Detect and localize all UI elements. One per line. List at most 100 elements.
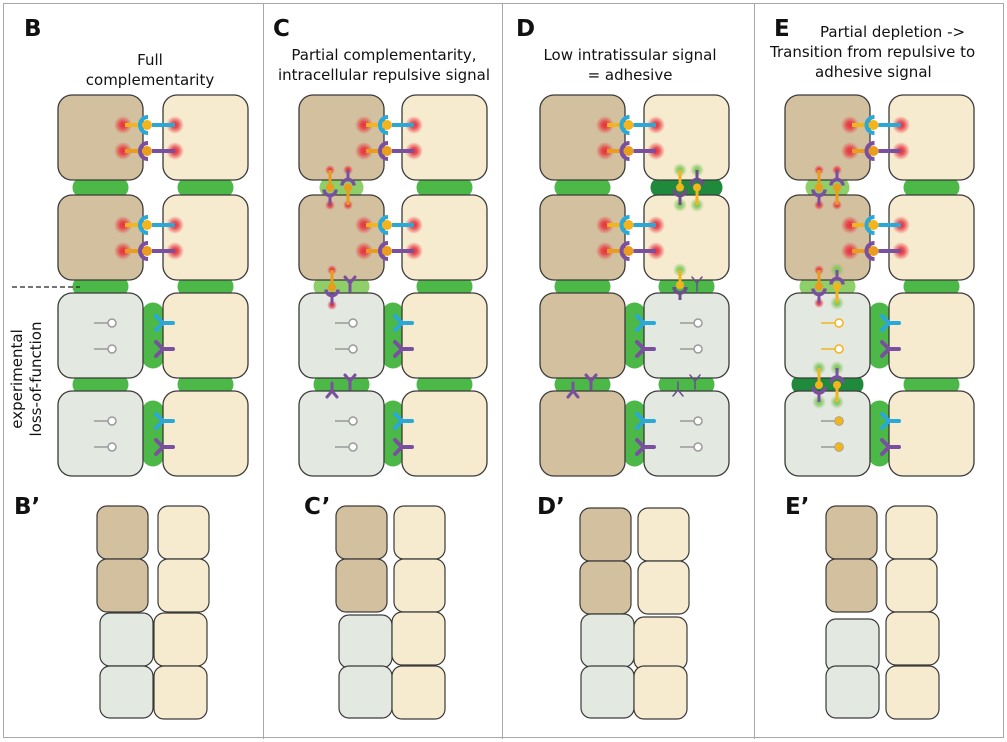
prime-cell — [99, 665, 154, 719]
title-line: Full — [137, 51, 163, 69]
cell — [539, 390, 626, 477]
lollipop-head-icon — [693, 416, 703, 426]
adhesion-junction — [313, 374, 370, 395]
panel-label-c-prime: C’ — [304, 494, 331, 520]
receptor-cup-icon — [829, 276, 845, 285]
cell — [888, 292, 975, 379]
ligand-head-icon — [868, 220, 879, 230]
adhesion-junction — [416, 374, 473, 395]
receptor-cup-icon — [340, 177, 356, 186]
lollipop-head-icon — [693, 442, 703, 452]
cell — [888, 194, 975, 281]
adhesion-junction — [658, 276, 715, 297]
lollipop-head-icon — [693, 318, 703, 328]
signal-glow-icon — [114, 242, 132, 260]
cell — [162, 194, 249, 281]
y-receptor-icon — [393, 412, 414, 430]
ligand-head-icon — [815, 381, 823, 389]
cell — [162, 94, 249, 181]
cell — [401, 292, 488, 379]
cell — [643, 94, 730, 181]
receptor-cup-icon — [864, 241, 875, 261]
y-receptor-icon — [880, 314, 901, 332]
receptor-cup-icon — [378, 215, 389, 235]
y-receptor-icon — [635, 438, 656, 456]
ligand-head-icon — [142, 246, 152, 256]
receptor-cup-icon — [138, 241, 149, 261]
prime-cell — [335, 505, 388, 560]
receptor-cup-icon — [619, 241, 630, 261]
adhesion-junction — [142, 302, 164, 369]
receptor-cup-icon — [864, 115, 875, 135]
ligand-head-icon — [623, 220, 634, 230]
adhesion-junction — [554, 374, 611, 395]
panel-title-c: Partial complementarity, intracellular r… — [268, 45, 500, 85]
panel-divider — [263, 3, 264, 739]
y-receptor-icon — [393, 340, 414, 358]
adhesion-junction — [177, 177, 234, 198]
title-line: adhesive signal — [815, 63, 932, 81]
free-receptor-icon — [689, 374, 701, 390]
title-line: = adhesive — [587, 66, 673, 84]
lollipop-head-icon — [107, 344, 117, 354]
adhesion-junction — [72, 374, 129, 395]
adhesion-junction — [658, 374, 715, 395]
receptor-cup-icon — [378, 241, 389, 261]
prime-cell — [99, 612, 154, 667]
cell — [57, 194, 144, 281]
signal-glow-icon — [355, 116, 373, 134]
cell — [401, 194, 488, 281]
ligand-head-icon — [142, 220, 152, 230]
receptor-cup-icon — [378, 141, 389, 161]
panel-label-b: B — [24, 16, 42, 42]
adhesion-junction — [868, 302, 891, 369]
prime-cell — [633, 616, 688, 671]
lollipop-head-icon — [107, 416, 117, 426]
y-receptor-icon — [393, 438, 414, 456]
prime-cell — [580, 613, 635, 668]
signal-glow-icon — [355, 242, 373, 260]
cell — [298, 292, 385, 379]
prime-cell — [885, 611, 940, 666]
ligand-head-icon — [676, 183, 684, 192]
cell — [539, 194, 626, 281]
panel-title-e: Partial depletion -> Transition from rep… — [770, 22, 1007, 82]
ligand-head-icon — [815, 282, 823, 291]
adhesion-junction — [868, 400, 891, 467]
lollipop-head-icon — [834, 318, 844, 328]
cell — [539, 292, 626, 379]
free-receptor-icon — [584, 373, 598, 391]
prime-cell — [335, 558, 388, 613]
panel-label-b-prime: B’ — [14, 494, 41, 520]
prime-cell — [393, 558, 446, 613]
prime-cell — [96, 558, 149, 613]
prime-cell — [579, 560, 632, 615]
adhesion-junction — [416, 177, 473, 198]
panel-label-e-prime: E’ — [785, 494, 810, 520]
free-receptor-icon — [566, 381, 580, 399]
cell — [298, 94, 385, 181]
free-receptor-icon — [691, 276, 703, 292]
prime-cell — [338, 614, 393, 669]
lollipop-head-icon — [348, 318, 358, 328]
panel-divider — [754, 3, 755, 739]
ligand-head-icon — [623, 246, 634, 256]
cell — [57, 390, 144, 477]
cell — [784, 94, 871, 181]
cell — [784, 390, 871, 477]
y-receptor-icon — [635, 314, 656, 332]
ligand-head-icon — [326, 183, 334, 192]
cell — [298, 390, 385, 477]
adhesion-junction — [142, 400, 164, 467]
signal-glow-icon — [841, 116, 859, 134]
signal-glow-icon — [114, 142, 132, 160]
ligand-head-icon — [815, 183, 823, 192]
signal-glow-icon — [355, 216, 373, 234]
ligand-head-icon — [328, 283, 336, 292]
ligand-head-icon — [382, 246, 392, 256]
panel-label-e: E — [774, 16, 790, 42]
receptor-cup-icon — [138, 215, 149, 235]
prime-cell — [825, 505, 878, 560]
panel-label-d-prime: D’ — [537, 494, 565, 520]
